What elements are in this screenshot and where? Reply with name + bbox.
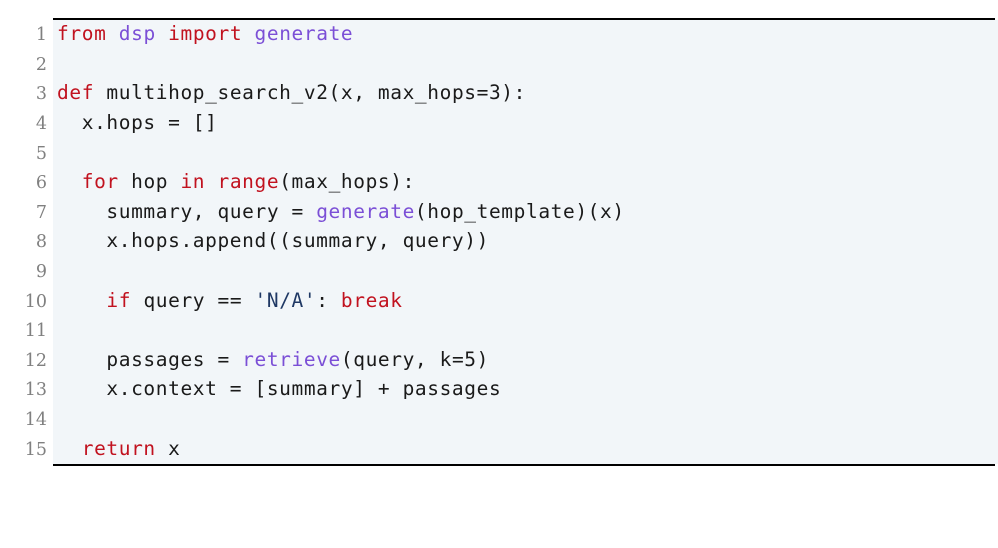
code-token: x.context = [summary] + passages — [57, 377, 502, 401]
code-token: passages = — [57, 347, 243, 371]
code-token: summary, query = — [57, 199, 317, 223]
code-line: 8 x.hops.append((summary, query)) — [0, 227, 998, 257]
code-line: 5 — [0, 138, 998, 169]
code-token: x.hops.append((summary, query)) — [57, 229, 489, 253]
line-number: 5 — [0, 138, 54, 169]
line-number: 7 — [0, 197, 54, 228]
line-number: 12 — [0, 345, 54, 376]
code-token: break — [340, 288, 403, 312]
code-token: multihop_search_v2(x, max_hops=3): — [94, 81, 526, 105]
listing-top-rule-row — [0, 18, 998, 21]
code-line: 13 x.context = [summary] + passages — [0, 375, 998, 405]
code-token: return — [81, 436, 156, 460]
code-token — [156, 22, 168, 45]
code-token — [57, 289, 106, 312]
line-number: 6 — [0, 168, 54, 198]
code-line-content: for hop in range(max_hops): — [53, 168, 998, 198]
line-number: 9 — [0, 256, 54, 287]
code-token: def — [57, 81, 95, 105]
code-token: : — [316, 288, 341, 312]
code-line-content: def multihop_search_v2(x, max_hops=3): — [53, 79, 998, 109]
code-line: 11 — [0, 316, 998, 346]
code-line-content — [53, 256, 998, 287]
line-number: 14 — [0, 404, 54, 435]
code-line-content: x.context = [summary] + passages — [53, 375, 998, 405]
code-line-content: if query == 'N/A': break — [53, 286, 998, 317]
listing-top-rule-cell — [53, 18, 998, 21]
listing-bottom-rule-row — [0, 464, 998, 467]
code-token: generate — [316, 199, 415, 223]
code-token: range — [217, 170, 280, 194]
code-token: in — [180, 170, 206, 194]
code-line-content: x.hops.append((summary, query)) — [53, 227, 998, 257]
code-line: 2 — [0, 49, 998, 80]
code-line-content: return x — [53, 434, 998, 465]
line-number: 3 — [0, 79, 54, 109]
code-line: 9 — [0, 256, 998, 287]
line-number: 11 — [0, 316, 54, 346]
code-token: import — [168, 22, 243, 46]
code-token: query == — [131, 288, 255, 312]
code-line: 10 if query == 'N/A': break — [0, 286, 998, 317]
line-number: 15 — [0, 434, 54, 465]
code-token — [242, 22, 254, 45]
code-token — [57, 170, 82, 193]
code-line-content: from dsp import generate — [53, 20, 998, 50]
code-token: generate — [254, 22, 354, 46]
listing-top-rule — [53, 18, 996, 21]
code-token: x — [155, 436, 181, 460]
code-line-content: passages = retrieve(query, k=5) — [53, 345, 998, 376]
code-token: hop — [118, 170, 181, 194]
line-number: 8 — [0, 227, 54, 257]
code-token: for — [81, 170, 119, 194]
code-token: from — [57, 22, 107, 46]
code-line-content — [53, 316, 998, 346]
code-line-content: summary, query = generate(hop_template)(… — [53, 197, 998, 228]
code-token: if — [106, 288, 132, 312]
line-number: 2 — [0, 49, 54, 80]
code-line-content: x.hops = [] — [53, 108, 998, 139]
code-line-content — [53, 138, 998, 169]
code-token: x.hops = [] — [57, 110, 218, 134]
code-token: (query, k=5) — [340, 347, 489, 371]
code-token: (hop_template)(x) — [414, 199, 625, 223]
code-line: 7 summary, query = generate(hop_template… — [0, 197, 998, 228]
code-line: 14 — [0, 404, 998, 435]
code-token — [57, 437, 82, 460]
code-token: dsp — [118, 22, 156, 46]
line-number: 10 — [0, 286, 54, 317]
code-line-content — [53, 49, 998, 80]
code-line: 6 for hop in range(max_hops): — [0, 168, 998, 198]
code-line: 12 passages = retrieve(query, k=5) — [0, 345, 998, 376]
code-line: 4 x.hops = [] — [0, 108, 998, 139]
code-line: 15 return x — [0, 434, 998, 465]
code-token: retrieve — [242, 347, 341, 371]
gutter-spacer-bottom — [0, 464, 53, 466]
line-number: 13 — [0, 375, 54, 405]
line-number: 1 — [0, 20, 54, 50]
code-line-content — [53, 404, 998, 435]
code-token — [106, 22, 118, 45]
listing-bottom-rule — [53, 464, 996, 467]
line-number: 4 — [0, 108, 54, 139]
code-token — [205, 170, 217, 193]
code-token: 'N/A' — [254, 288, 317, 312]
listing-bottom-rule-cell — [53, 464, 998, 467]
code-token: (max_hops): — [279, 170, 415, 194]
